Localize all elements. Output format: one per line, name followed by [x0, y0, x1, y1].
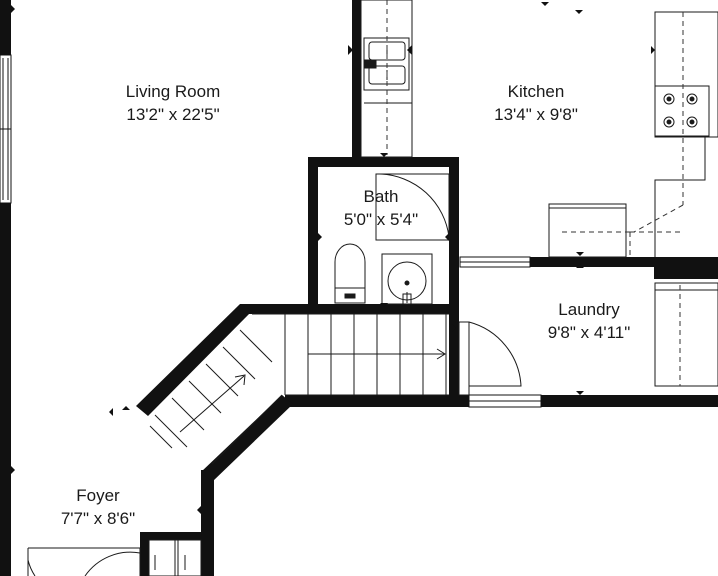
toilet-bowl: [334, 243, 366, 288]
room-label-living-room: Living Room 13'2" x 22'5": [126, 80, 221, 126]
laundry-cabinet: [654, 282, 718, 387]
laundry-fixtures: [458, 282, 718, 396]
wall-openings: [0, 54, 542, 408]
stove: [654, 85, 710, 137]
living-room-dimensions: 13'2" x 22'5": [126, 105, 220, 124]
laundry-door-swing: [468, 321, 522, 387]
laundry-dimensions: 9'8" x 4'11": [547, 323, 631, 342]
room-label-foyer: Foyer 7'7" x 8'6": [61, 484, 135, 530]
bath-top-wall: [308, 157, 459, 167]
kitchen-dashed-lines: [386, 0, 684, 257]
bath-dimensions: 5'0" x 5'4": [343, 210, 419, 229]
room-label-bath: Bath 5'0" x 5'4": [344, 185, 418, 231]
toilet-tank: [334, 287, 366, 304]
foyer-fixtures: [27, 539, 202, 576]
kitchen-left-wall: [352, 0, 361, 160]
laundry-name: Laundry: [558, 300, 620, 319]
bath-name: Bath: [363, 187, 399, 206]
foyer-closet-wall: [140, 532, 149, 576]
living-room-name: Living Room: [125, 82, 221, 101]
laundry-door-jamb: [458, 321, 470, 396]
kitchen-counter-l: [654, 136, 718, 257]
laundry-right-wall: [654, 257, 718, 279]
living-room-left-wall: [0, 0, 11, 576]
kitchen-counter-left: [360, 0, 413, 158]
stair-bottom-wall: [285, 395, 453, 407]
foyer-name: Foyer: [76, 486, 120, 505]
room-label-kitchen: Kitchen 13'4" x 9'8": [494, 80, 578, 126]
foyer-closet-top-wall: [140, 532, 204, 540]
stair-top-wall: [240, 304, 452, 314]
diagonal-wall-upper: [136, 304, 252, 416]
stair-arrow-diagonal: [179, 375, 245, 433]
bath-fixtures: [334, 173, 450, 305]
foyer-dimensions: 7'7" x 8'6": [60, 509, 136, 528]
room-label-laundry: Laundry 9'8" x 4'11": [548, 298, 631, 344]
kitchen-counter-right: [654, 11, 718, 138]
bath-left-wall: [308, 157, 318, 309]
kitchen-laundry-divider: [530, 257, 718, 267]
measurement-ticks: [11, 2, 655, 514]
kitchen-name: Kitchen: [507, 82, 565, 101]
kitchen-dimensions: 13'4" x 9'8": [494, 105, 578, 124]
diagonal-wall-lower: [201, 395, 293, 482]
kitchen-island: [548, 203, 627, 258]
foyer-door-swing: [84, 551, 141, 576]
bath-door-swing: [379, 173, 450, 238]
bath-right-wall: [449, 157, 459, 407]
foyer-right-wall: [201, 470, 214, 576]
stairs: [149, 313, 449, 465]
